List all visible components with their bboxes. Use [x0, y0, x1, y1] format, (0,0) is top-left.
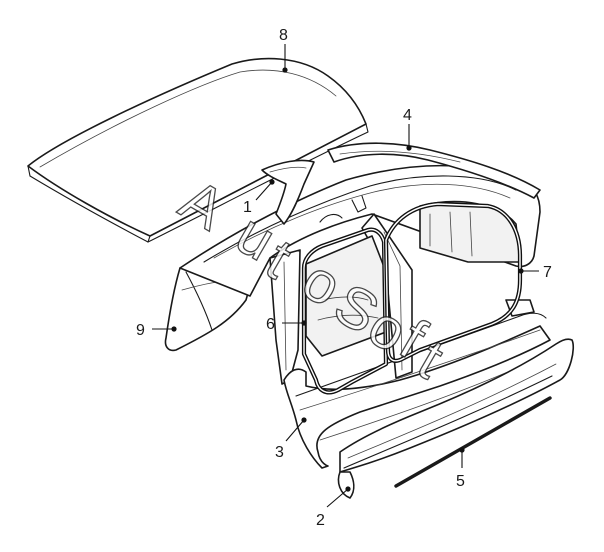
roof-bracket	[261, 159, 315, 225]
callout-number-8: 8	[279, 27, 288, 44]
callout-2: 2	[316, 486, 351, 529]
callout-number-9: 9	[136, 322, 145, 339]
callout-9: 9	[136, 322, 177, 339]
callout-number-2: 2	[316, 512, 325, 529]
roof-rail-reinforcement	[327, 142, 541, 199]
rear-door-seal	[383, 201, 523, 363]
callout-number-5: 5	[456, 473, 465, 490]
callout-7: 7	[518, 264, 552, 281]
callout-4: 4	[403, 107, 412, 151]
callout-5: 5	[456, 447, 465, 490]
callout-number-7: 7	[543, 264, 552, 281]
callout-number-6: 6	[266, 316, 275, 333]
callout-number-1: 1	[243, 199, 252, 216]
rocker-panel	[337, 338, 575, 499]
callout-3: 3	[275, 417, 307, 461]
callout-8: 8	[279, 27, 288, 73]
callout-6: 6	[266, 316, 307, 333]
front-door-seal	[301, 227, 389, 395]
callout-1: 1	[243, 179, 275, 216]
callout-number-3: 3	[275, 444, 284, 461]
sill-moulding-strip	[394, 396, 552, 488]
callout-number-4: 4	[403, 107, 412, 124]
roof-panel	[27, 57, 369, 243]
